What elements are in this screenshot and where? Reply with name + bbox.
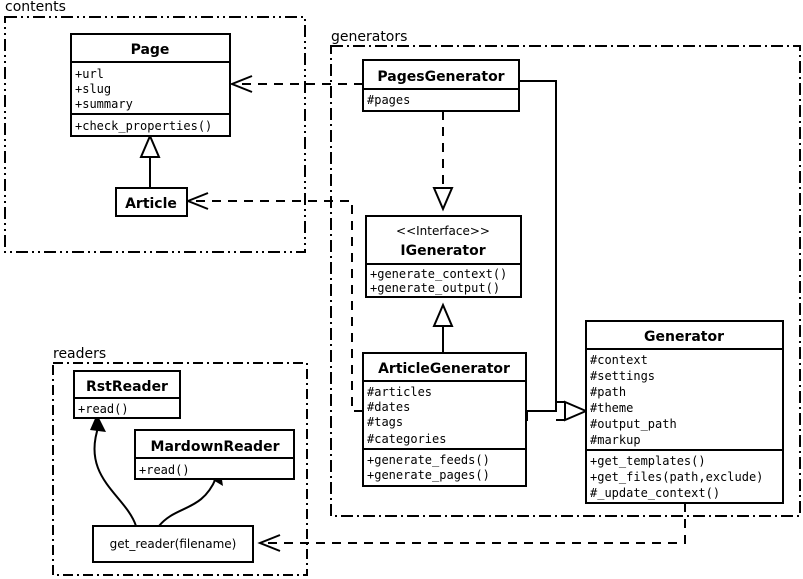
class-igenerator-method: +generate_context()	[370, 267, 507, 281]
link-artgen-article-line	[196, 200, 363, 412]
package-generators-label: generators	[331, 29, 407, 45]
class-generator-attribute: #markup	[590, 433, 641, 447]
class-generator-attribute: #path	[590, 385, 626, 399]
class-generator-title: Generator	[644, 329, 724, 345]
class-pages-generator[interactable]: PagesGenerator #pages	[362, 59, 520, 112]
function-get-reader-box	[92, 525, 254, 563]
class-generator-attribute: #settings	[590, 369, 655, 383]
class-generator-attribute: #theme	[590, 401, 633, 415]
package-readers-label: readers	[53, 346, 106, 362]
class-mardown-reader-method: +read()	[139, 463, 190, 477]
class-generator-attribute: #context	[590, 353, 648, 367]
call-arrowhead-rstreader	[90, 414, 106, 432]
class-rst-reader-title: RstReader	[86, 379, 168, 395]
class-igenerator-title: IGenerator	[400, 243, 485, 259]
realization-arrowhead-igenerator	[432, 187, 454, 212]
class-igenerator[interactable]: <<Interface>> IGenerator +generate_conte…	[365, 215, 522, 298]
class-page-attribute: +slug	[75, 82, 111, 96]
link-article-to-page	[139, 133, 161, 188]
dependency-arrowhead-getreader	[257, 534, 281, 552]
class-article-generator-attribute: #tags	[367, 415, 403, 429]
class-article-generator-attribute: #dates	[367, 400, 410, 414]
class-article[interactable]: Article	[115, 187, 188, 217]
dependency-arrowhead-page	[229, 75, 253, 93]
package-contents: contents	[4, 0, 306, 253]
class-article-generator-title: ArticleGenerator	[378, 361, 510, 377]
class-page-attribute: +summary	[75, 97, 133, 111]
class-pages-generator-attribute: #pages	[367, 93, 410, 107]
class-page-method: +check_properties()	[75, 119, 212, 133]
inheritance-arrowhead-page	[139, 133, 161, 158]
link-getreader-mardownreader-curve	[158, 477, 217, 527]
class-article-title: Article	[125, 196, 177, 212]
class-generator-method: #_update_context()	[590, 486, 720, 500]
class-igenerator-box	[365, 215, 522, 298]
package-generators: generators	[330, 29, 801, 517]
class-rst-reader[interactable]: RstReader +read()	[73, 370, 181, 419]
class-page-title: Page	[131, 42, 170, 58]
class-generator-method: +get_templates()	[590, 454, 706, 468]
package-contents-label: contents	[5, 0, 66, 15]
class-mardown-reader[interactable]: MardownReader +read()	[134, 429, 295, 480]
function-get-reader[interactable]: get_reader(filename)	[92, 525, 254, 563]
package-generators-border	[330, 45, 801, 517]
class-igenerator-method: +generate_output()	[370, 281, 500, 295]
class-generator[interactable]: Generator #context #settings #path #them…	[585, 320, 784, 504]
link-generator-to-getreader	[257, 503, 686, 552]
class-article-generator-box	[362, 352, 527, 487]
link-pagesgenerator-to-igenerator	[432, 111, 454, 212]
class-rst-reader-box	[73, 370, 181, 419]
class-generator-method: +get_files(path,exclude)	[590, 470, 763, 484]
class-article-generator-attribute: #articles	[367, 385, 432, 399]
class-pages-generator-title: PagesGenerator	[377, 69, 504, 85]
link-getreader-to-rstreader	[90, 414, 137, 527]
class-pages-generator-box	[362, 59, 520, 112]
class-article-box	[115, 187, 188, 217]
class-article-generator-attribute: #categories	[367, 432, 446, 446]
inheritance-arrowhead-igenerator	[432, 302, 454, 327]
class-mardown-reader-box	[134, 429, 295, 480]
link-articlegenerator-to-igenerator	[432, 302, 454, 353]
class-igenerator-stereotype: <<Interface>>	[396, 224, 490, 238]
package-readers-border	[52, 362, 308, 576]
class-article-generator[interactable]: ArticleGenerator #articles #dates #tags …	[362, 352, 527, 487]
class-article-generator-method: +generate_feeds()	[367, 453, 490, 467]
class-page[interactable]: Page +url +slug +summary +check_properti…	[70, 33, 231, 137]
function-get-reader-label: get_reader(filename)	[110, 537, 237, 551]
inheritance-arrowhead-generator	[564, 400, 589, 422]
link-generator-getreader-line	[268, 503, 686, 544]
link-getreader-rstreader-curve	[93, 424, 137, 527]
class-page-box	[70, 33, 231, 137]
class-generator-box	[585, 320, 784, 504]
class-article-generator-method: +generate_pages()	[367, 468, 490, 482]
class-mardown-reader-title: MardownReader	[151, 439, 280, 455]
package-readers: readers	[52, 346, 308, 576]
link-pagesgenerator-to-page	[229, 75, 363, 93]
package-contents-border	[4, 16, 306, 253]
class-generator-attribute: #output_path	[590, 417, 677, 431]
class-page-attribute: +url	[75, 67, 104, 81]
class-rst-reader-method: +read()	[78, 402, 129, 416]
